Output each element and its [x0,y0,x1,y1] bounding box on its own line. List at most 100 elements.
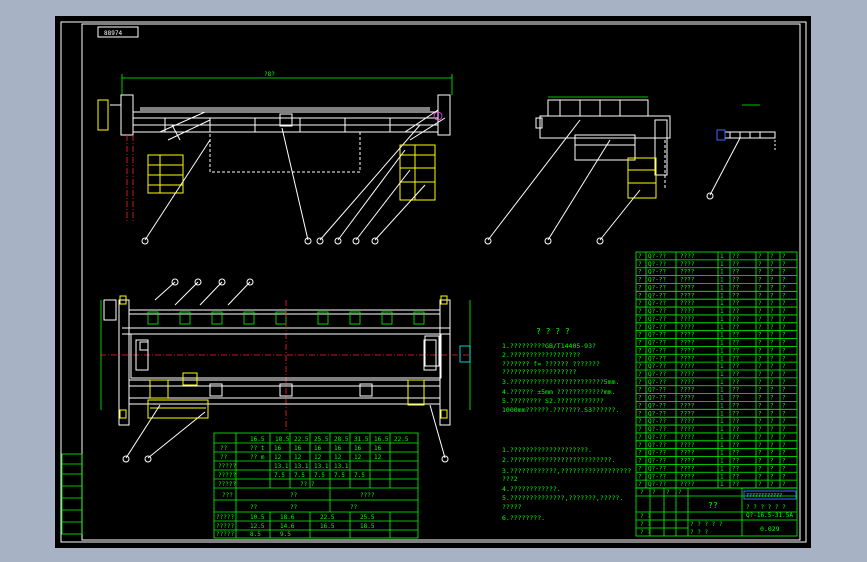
svg-text:?? ?: ?? ? [300,481,315,488]
parts-list-cell: ?? [732,269,740,276]
parts-list-cell: ? [638,450,642,457]
parts-list-cell: ? [758,316,762,323]
parts-list-cell: ?? [732,442,740,449]
parts-list-cell: ? [638,347,642,354]
parts-list-cell: ? [782,284,786,291]
stamp-box: 88974 [97,26,139,38]
parts-list-cell: 1 [720,261,724,268]
parts-list-table: ?Q?-??????1??????Q?-??????1??????Q?-????… [635,251,798,489]
parts-list-cell: ? [782,410,786,417]
svg-text:?8?: ?8? [264,71,275,78]
svg-text:??: ?? [220,454,228,461]
parts-list-cell: ? [758,332,762,339]
parts-list-cell: ???? [680,442,695,449]
parts-list-cell: ? [782,269,786,276]
svg-text:16.5: 16.5 [250,436,265,443]
parts-list-cell: ? [770,434,774,441]
parts-list-cell: ? [758,410,762,417]
parts-list-cell: ? [758,261,762,268]
parts-list-cell: ???? [680,332,695,339]
parts-list-cell: ? [782,402,786,409]
parts-list-cell: ? [782,253,786,260]
parts-list-cell: ? [638,261,642,268]
parts-list-cell: ? [782,316,786,323]
svg-text:12: 12 [314,454,322,461]
parts-list-cell: ? [758,277,762,284]
parts-list-cell: ? [770,308,774,315]
parts-list-cell: ? [782,300,786,307]
parts-list-cell: ? [758,387,762,394]
parts-list-cell: ? [758,308,762,315]
parts-list-cell: ???? [680,481,695,488]
parts-list-cell: Q?-?? [648,332,666,339]
parts-list-cell: 1 [720,395,724,402]
parts-list-cell: Q?-?? [648,316,666,323]
svg-text:7.5: 7.5 [314,472,325,479]
svg-text:13.1: 13.1 [334,463,349,470]
parts-list-cell: ???? [680,434,695,441]
parts-list-cell: ? [770,277,774,284]
svg-text:8.5: 8.5 [250,531,261,538]
svg-text:?????: ????? [218,463,236,470]
parts-list-cell: ? [638,316,642,323]
svg-text:22.5: 22.5 [320,514,335,521]
parts-list-cell: 1 [720,442,724,449]
parts-list-cell: 1 [720,340,724,347]
svg-text:??: ?? [350,504,358,511]
parts-list-cell: ? [782,308,786,315]
parts-list-cell: 1 [720,363,724,370]
parts-list-cell: ? [638,434,642,441]
parts-list-cell: 1 [720,316,724,323]
parts-list-cell: ?? [732,418,740,425]
parts-list-cell: ? [782,332,786,339]
plan-view [100,278,471,463]
parts-list-cell: ? [782,261,786,268]
parts-list-cell: ? [638,426,642,433]
parts-list-cell: ? [770,395,774,402]
parts-list-cell: 1 [720,292,724,299]
parts-list-cell: ???? [680,277,695,284]
tech-note-6: 4.?????? ±5mm ????????????mm. [502,388,616,396]
parts-list-cell: ? [782,355,786,362]
parts-list-cell: ? [770,300,774,307]
parts-list-cell: Q?-?? [648,481,666,488]
parts-list-cell: ? [758,284,762,291]
parts-list-cell: ? [770,332,774,339]
parts-list-cell: ? [638,324,642,331]
parts-list-cell: 1 [720,300,724,307]
svg-text:18.5: 18.5 [275,436,290,443]
parts-list-cell: ?? [732,402,740,409]
parts-list-cell: Q?-?? [648,418,666,425]
parts-list-cell: ? [770,347,774,354]
parts-list-cell: ?? [732,277,740,284]
parts-list-cell: 1 [720,426,724,433]
svg-text:18.5: 18.5 [360,523,375,530]
parts-list-cell: Q?-?? [648,277,666,284]
parts-list-cell: ? [782,371,786,378]
parts-list-cell: ???? [680,387,695,394]
parts-list-cell: ? [770,371,774,378]
parts-list-cell: ? [758,481,762,488]
front-elevation-view: ?8? [97,71,453,245]
parts-list-cell: ? [638,269,642,276]
parts-list-cell: ? [770,426,774,433]
svg-text:??: ?? [290,504,298,511]
tech-note2-6: 5.??????????????,???????,?????. [502,494,623,502]
parts-list-cell: ? [782,465,786,472]
parts-list-cell: 1 [720,465,724,472]
parts-list-cell: Q?-?? [648,363,666,370]
parts-list-cell: ? [770,450,774,457]
parts-list-cell: ? [782,473,786,480]
parts-list-cell: ? [782,324,786,331]
parts-list-cell: Q?-?? [648,473,666,480]
svg-text:13.1: 13.1 [294,463,309,470]
parts-list-cell: ???? [680,355,695,362]
parts-list-cell: ???? [680,363,695,370]
svg-text:10.5: 10.5 [250,514,265,521]
svg-text:14.6: 14.6 [280,523,295,530]
parts-list-cell: 1 [720,379,724,386]
parts-list-cell: ? [638,277,642,284]
parts-list-cell: ???? [680,253,695,260]
parts-list-cell: ?? [732,332,740,339]
parts-list-cell: 1 [720,387,724,394]
